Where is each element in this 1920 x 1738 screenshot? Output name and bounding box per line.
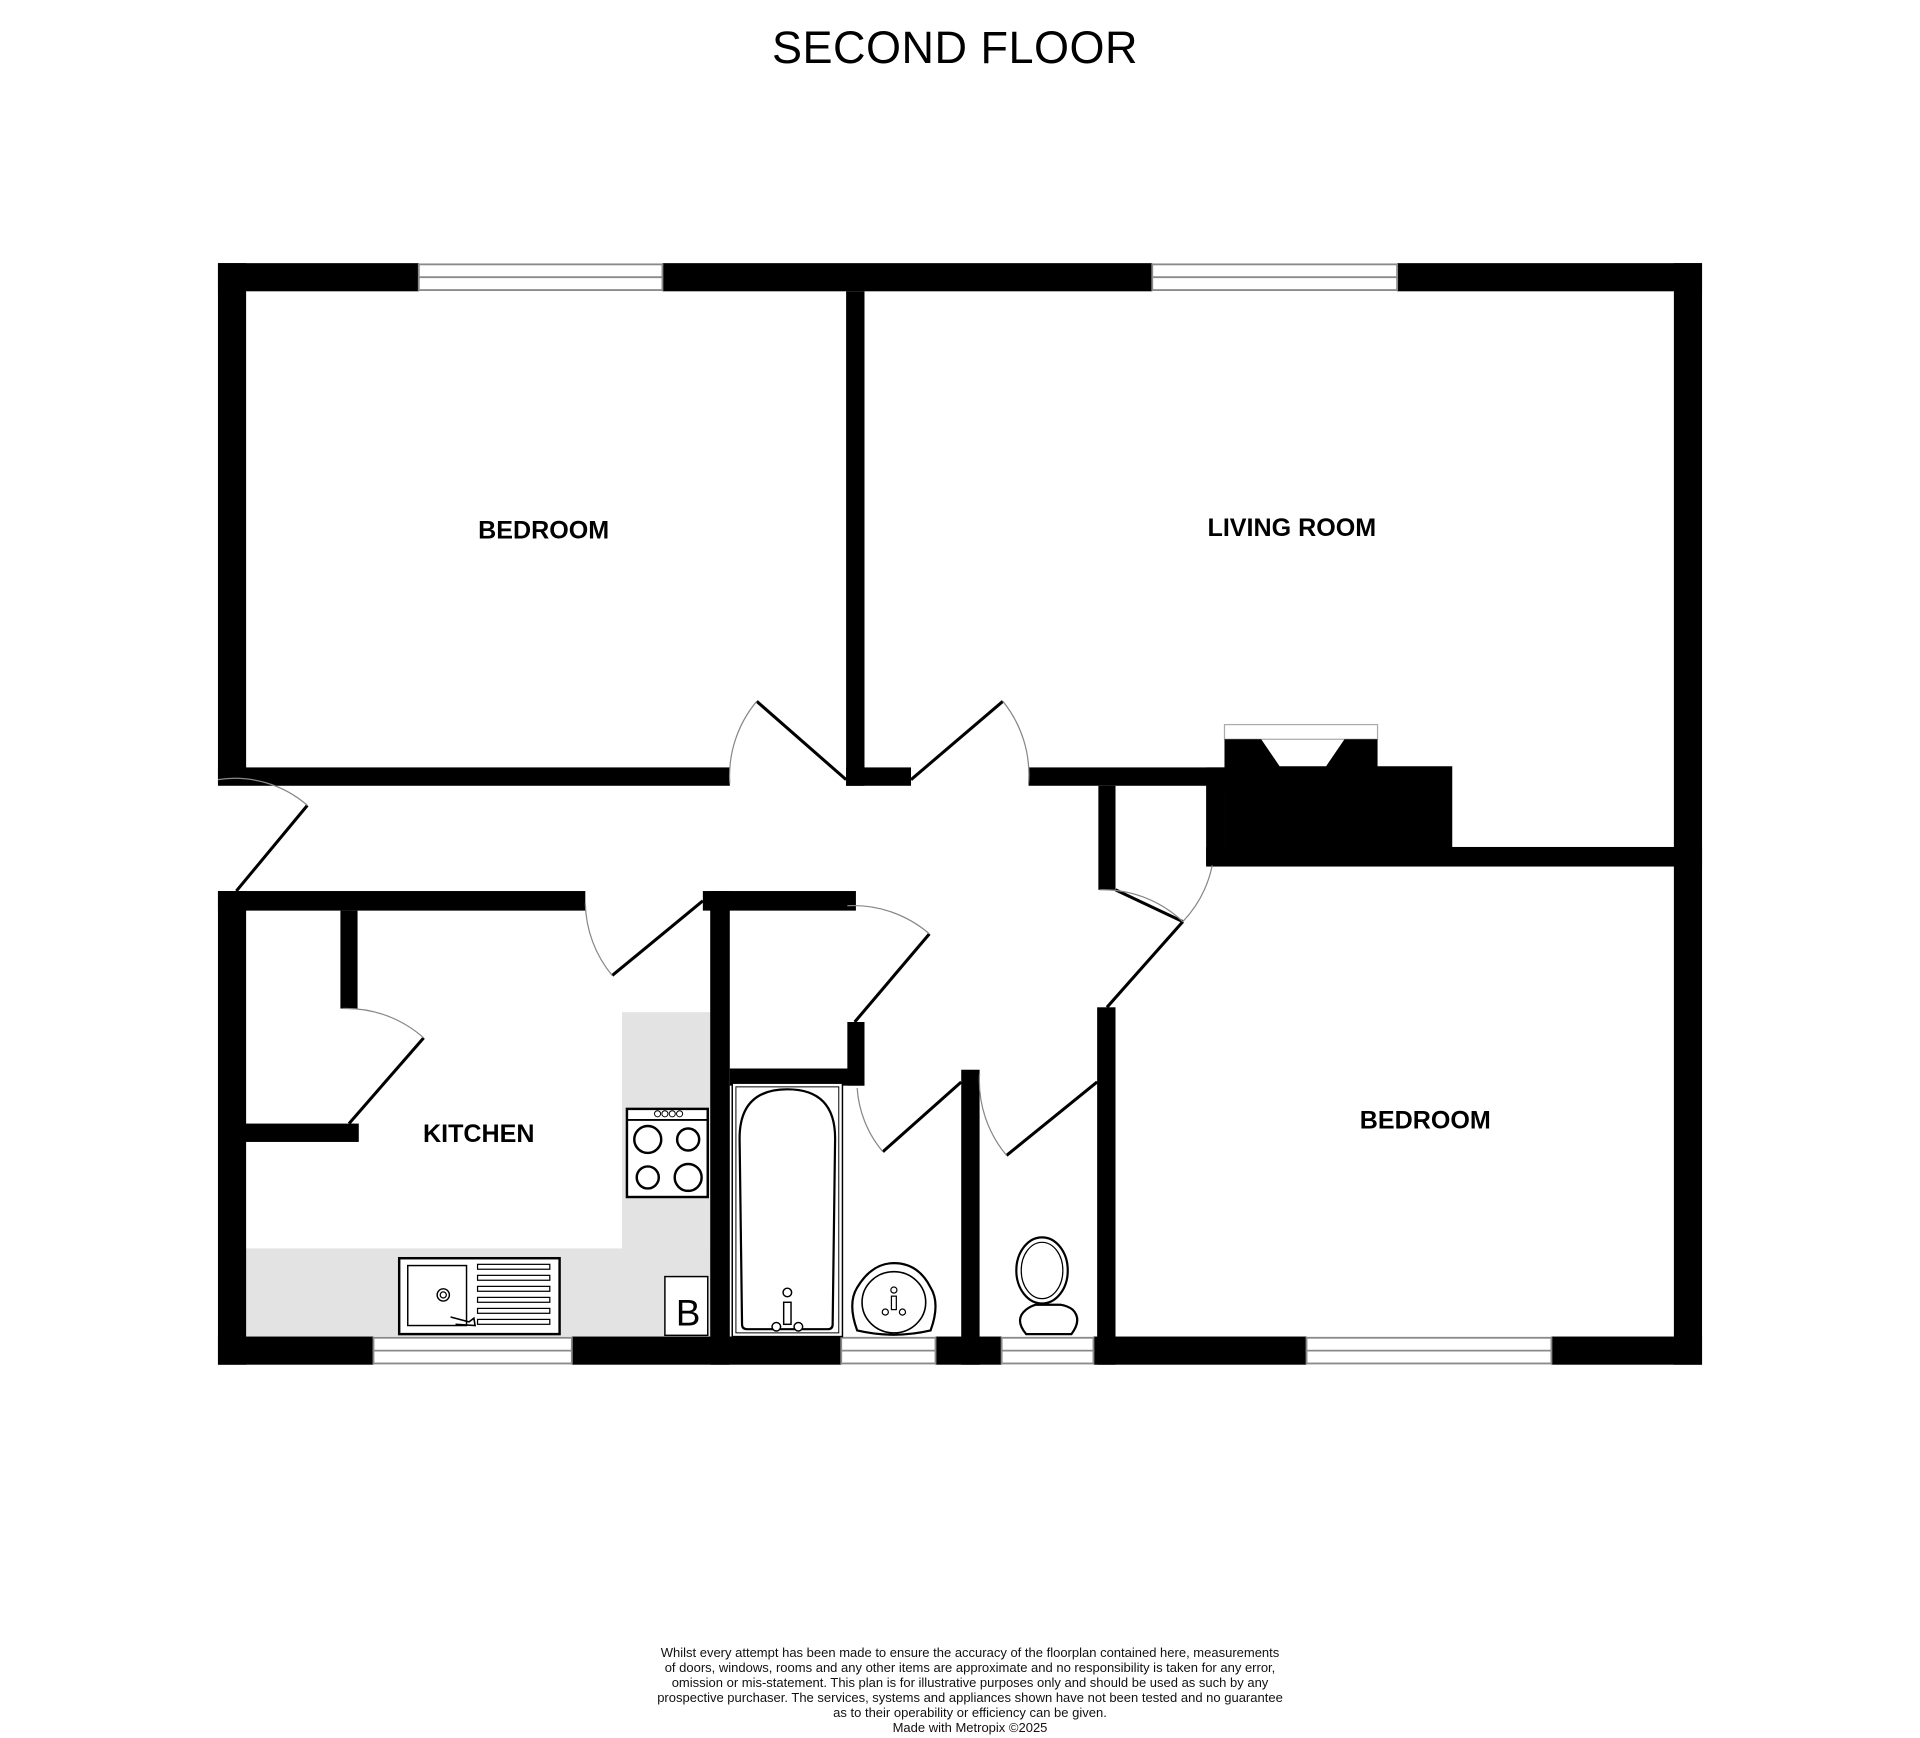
room-label-bedroom-2: BEDROOM <box>1360 1106 1491 1134</box>
sink-icon <box>397 1256 561 1336</box>
toilet-icon <box>1015 1236 1079 1336</box>
disclaimer: Whilst every attempt has been made to en… <box>560 1645 1380 1735</box>
fireplace-icon <box>1223 723 1453 847</box>
credit: Made with Metropix ©2025 <box>892 1720 1048 1735</box>
door-entrance <box>217 777 309 893</box>
window-bedroom2 <box>1305 1336 1553 1365</box>
room-label-kitchen: KITCHEN <box>423 1120 534 1148</box>
walls <box>217 263 1703 1365</box>
window-bathroom <box>840 1336 937 1365</box>
door-bedroom2 <box>1099 865 1213 1009</box>
disclaimer-line: omission or mis-statement. This plan is … <box>671 1675 1269 1690</box>
windows <box>372 263 1553 1365</box>
room-label-living-room: LIVING ROOM <box>1208 514 1377 542</box>
disclaimer-line: Whilst every attempt has been made to en… <box>660 1645 1280 1660</box>
boiler-icon: B <box>664 1275 709 1337</box>
door-hall-cupboard <box>847 904 931 1023</box>
door-kitchen-cupboard <box>342 1007 425 1125</box>
door-wc <box>978 1073 1099 1157</box>
disclaimer-line: prospective purchaser. The services, sys… <box>657 1690 1283 1705</box>
window-wc <box>1000 1336 1095 1365</box>
doors <box>217 700 1213 1157</box>
door-living-room <box>910 700 1030 784</box>
disclaimer-line: of doors, windows, rooms and any other i… <box>664 1660 1276 1675</box>
bath-icon <box>731 1082 844 1338</box>
room-label-bedroom-1: BEDROOM <box>478 517 609 545</box>
door-bedroom1 <box>728 700 848 784</box>
disclaimer-line: as to their operability or efficiency ca… <box>833 1705 1107 1720</box>
door-bathroom <box>856 1080 963 1153</box>
boiler-label: B <box>676 1293 701 1334</box>
window-kitchen <box>372 1336 573 1365</box>
hob-icon <box>625 1107 709 1199</box>
floor-title: SECOND FLOOR <box>771 22 1139 73</box>
window-living-room <box>1151 263 1399 291</box>
basin-icon <box>851 1262 937 1336</box>
window-bedroom1 <box>417 263 664 291</box>
door-kitchen <box>584 899 704 977</box>
